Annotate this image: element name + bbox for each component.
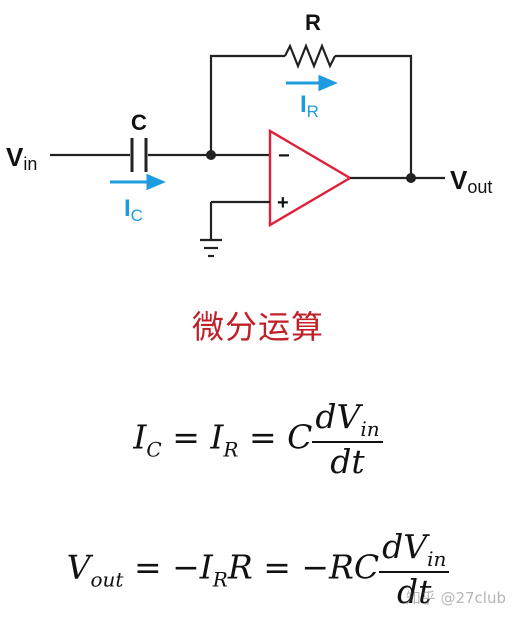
differentiator-circuit: R C Vin Vout IR IC − + (6, 10, 492, 258)
op-amp-triangle (268, 128, 353, 228)
inverting-sign: − (278, 145, 290, 167)
vin-label: Vin (6, 142, 37, 174)
feedback-wire-left (209, 54, 285, 155)
resistor-label: R (305, 10, 321, 35)
noninverting-sign: + (277, 192, 289, 214)
ir-arrow-head (318, 74, 338, 92)
ir-label: IR (300, 91, 319, 121)
feedback-wire-right (335, 54, 413, 178)
capacitor-label: C (131, 110, 147, 135)
resistor-zigzag (284, 43, 336, 69)
ic-label: IC (124, 195, 143, 225)
output-node-dot (406, 173, 416, 183)
watermark: 知乎 @27club (405, 589, 506, 607)
ic-arrow-head (146, 173, 166, 191)
vout-label: Vout (450, 165, 492, 197)
page-title: 微分运算 (191, 308, 324, 346)
